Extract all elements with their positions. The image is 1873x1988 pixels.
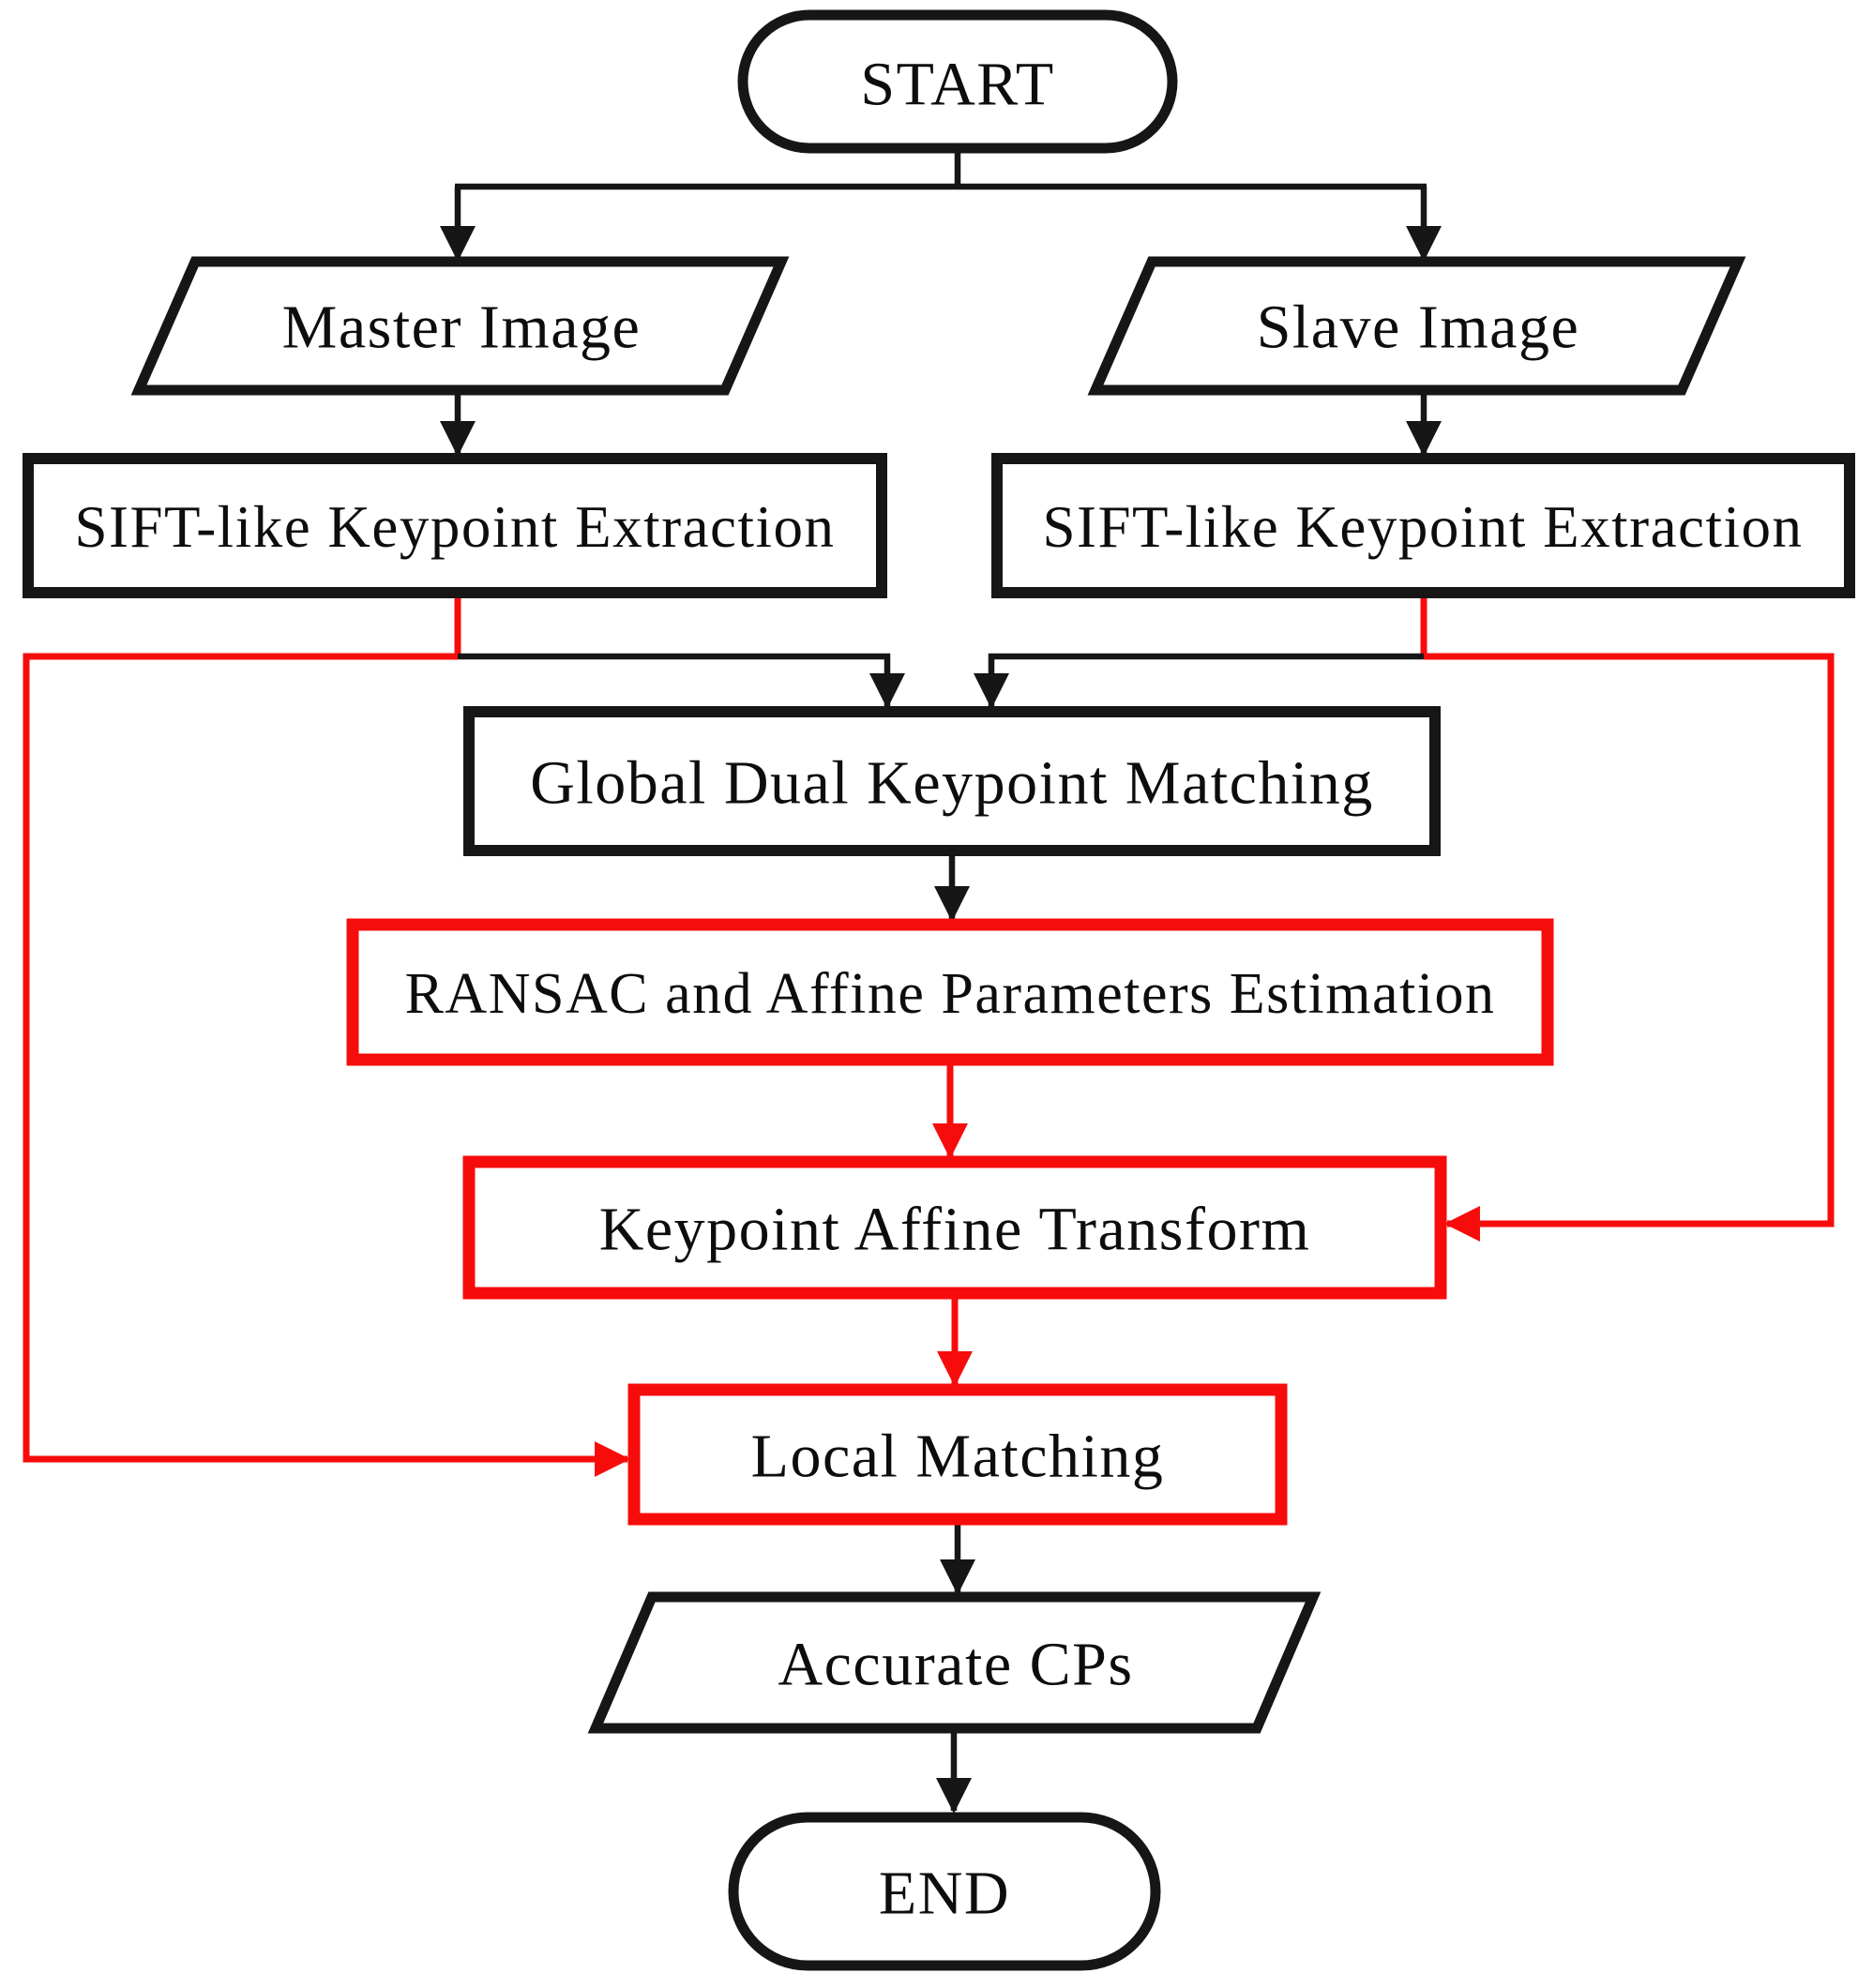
keypoint-affine-transform-label: Keypoint Affine Transform xyxy=(599,1196,1311,1264)
accurate-cps-label: Accurate CPs xyxy=(778,1631,1133,1699)
local-matching-shape xyxy=(627,1383,1288,1526)
sift-extraction-left-shape xyxy=(23,453,887,598)
node-sift-extraction-right: SIFT-like Keypoint Extraction xyxy=(991,453,1855,598)
global-dual-keypoint-matching-shape xyxy=(463,706,1441,856)
ransac-affine-estimation-label: RANSAC and Affine Parameters Estimation xyxy=(405,962,1496,1026)
local-matching-label: Local Matching xyxy=(751,1423,1165,1491)
start-shape xyxy=(737,9,1178,154)
accurate-cps-shape xyxy=(587,1591,1322,1734)
slave-image-shape xyxy=(1087,256,1746,396)
node-sift-extraction-left: SIFT-like Keypoint Extraction xyxy=(23,453,887,598)
sift-extraction-right-label: SIFT-like Keypoint Extraction xyxy=(1042,494,1803,560)
node-master-image: Master Image xyxy=(130,256,790,396)
edge-sift-right-to-global-matching xyxy=(974,653,1424,710)
node-slave-image: Slave Image xyxy=(1087,256,1746,396)
node-start: START xyxy=(737,9,1178,154)
master-image-shape xyxy=(130,256,790,396)
node-keypoint-affine-transform: Keypoint Affine Transform xyxy=(462,1155,1447,1300)
edge-sift-right-to-affine-transform xyxy=(1424,653,1835,1242)
global-dual-keypoint-matching-label: Global Dual Keypoint Matching xyxy=(530,749,1374,818)
end-label: END xyxy=(879,1860,1010,1928)
edge-sift-left-to-local-matching xyxy=(23,653,631,1477)
node-accurate-cps: Accurate CPs xyxy=(587,1591,1322,1734)
ransac-affine-estimation-shape xyxy=(346,918,1554,1066)
start-label: START xyxy=(860,51,1054,119)
sift-extraction-left-label: SIFT-like Keypoint Extraction xyxy=(74,494,835,560)
node-ransac-affine-estimation: RANSAC and Affine Parameters Estimation xyxy=(346,918,1554,1066)
node-local-matching: Local Matching xyxy=(627,1383,1288,1526)
node-end: END xyxy=(728,1812,1161,1971)
end-shape xyxy=(728,1812,1161,1971)
master-image-label: Master Image xyxy=(282,294,642,362)
edge-sift-left-to-global-matching xyxy=(458,653,905,710)
slave-image-label: Slave Image xyxy=(1257,294,1580,362)
sift-extraction-right-shape xyxy=(991,453,1855,598)
node-global-dual-keypoint-matching: Global Dual Keypoint Matching xyxy=(463,706,1441,856)
keypoint-affine-transform-shape xyxy=(462,1155,1447,1300)
